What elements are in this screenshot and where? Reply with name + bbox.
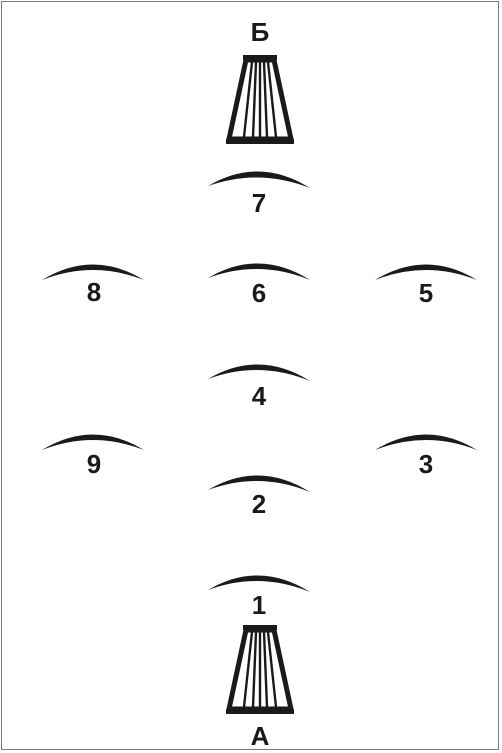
obstacle-2-label: 2	[252, 489, 266, 519]
gate-bottom: А	[226, 625, 294, 751]
obstacle-1: 1	[208, 575, 310, 620]
obstacle-7: 7	[208, 171, 310, 218]
obstacle-7-arc	[208, 171, 310, 188]
obstacle-9-label: 9	[87, 449, 101, 479]
obstacle-2: 2	[208, 475, 310, 519]
gate-top-icon	[226, 55, 294, 144]
obstacle-8: 8	[42, 265, 144, 308]
obstacle-1-label: 1	[252, 590, 266, 620]
obstacle-3-arc	[375, 435, 477, 451]
obstacle-9: 9	[42, 435, 144, 480]
obstacle-7-label: 7	[252, 188, 266, 218]
gate-bottom-icon	[226, 625, 294, 714]
obstacle-3-label: 3	[419, 449, 433, 479]
gate-bottom-label: А	[251, 721, 270, 751]
obstacle-8-label: 8	[87, 277, 101, 307]
obstacle-5-label: 5	[419, 278, 433, 308]
obstacle-4-label: 4	[252, 381, 267, 411]
obstacle-4-arc	[208, 364, 310, 381]
obstacle-3: 3	[375, 435, 477, 480]
gate-top-label: Б	[251, 17, 270, 47]
obstacle-6: 6	[208, 263, 310, 308]
obstacle-6-label: 6	[252, 278, 266, 308]
gate-top: Б	[226, 17, 294, 144]
obstacle-5: 5	[375, 265, 477, 309]
obstacle-9-arc	[42, 435, 144, 451]
obstacle-4: 4	[208, 364, 310, 411]
